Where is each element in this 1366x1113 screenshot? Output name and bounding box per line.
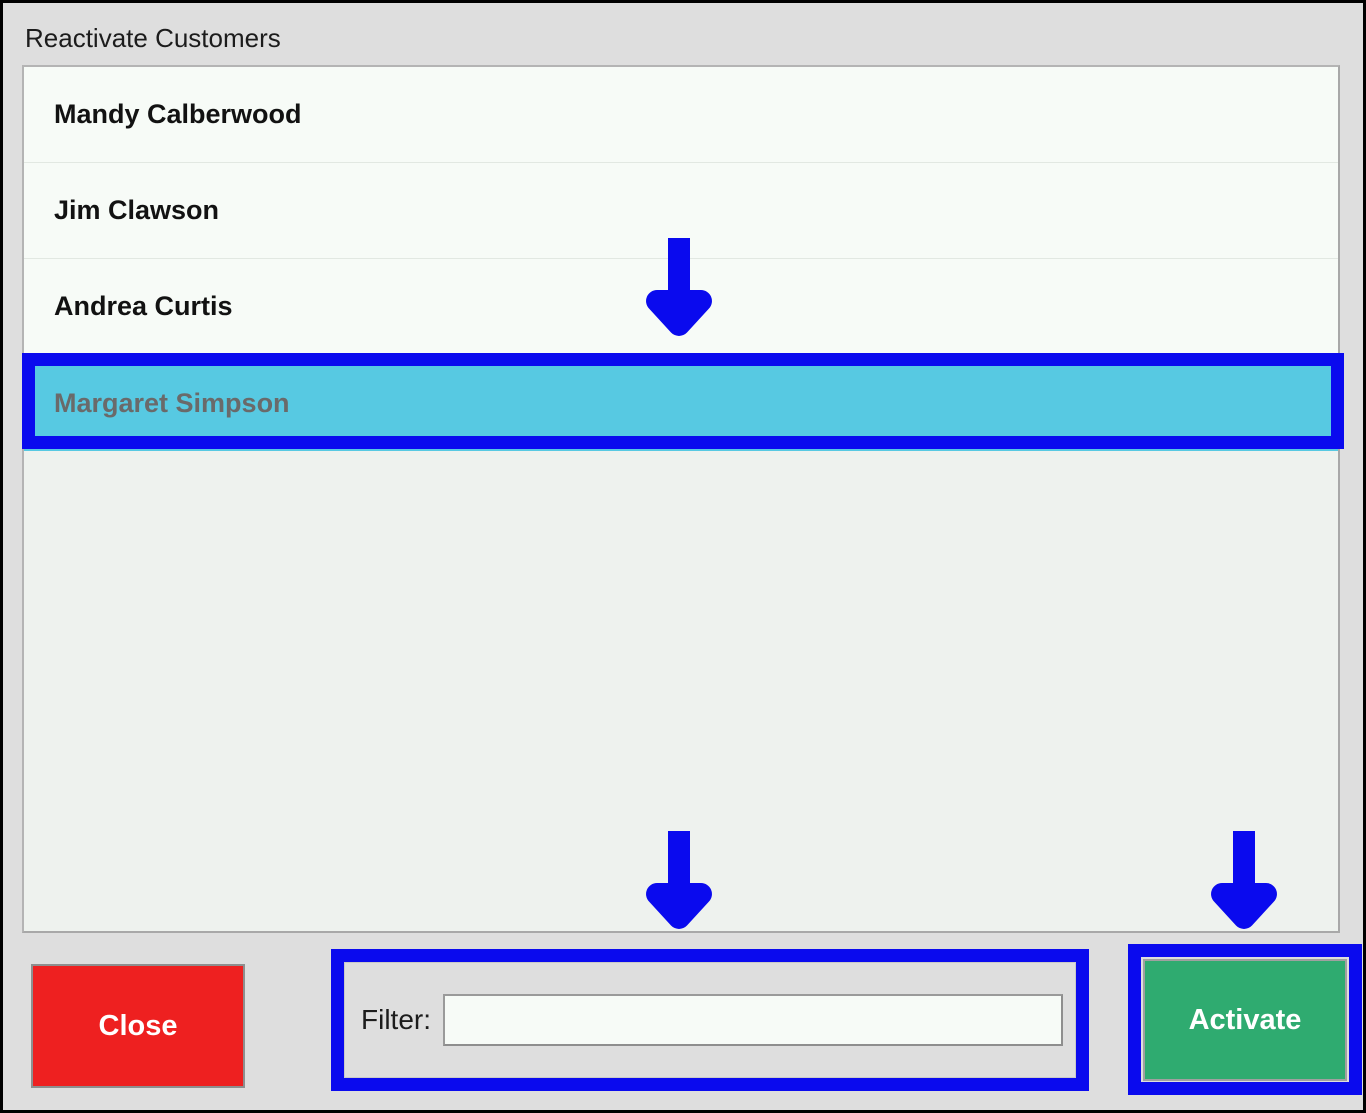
close-button[interactable]: Close xyxy=(31,964,245,1088)
activate-button[interactable]: Activate xyxy=(1143,959,1347,1081)
customer-list-item[interactable]: Jim Clawson xyxy=(24,163,1338,259)
customer-list-item-label: Jim Clawson xyxy=(54,195,220,225)
customer-list-item-label: Mandy Calberwood xyxy=(54,99,302,129)
customer-list-item-label: Margaret Simpson xyxy=(54,387,290,418)
customer-list-item[interactable]: Margaret Simpson xyxy=(24,355,1338,451)
customer-list-item[interactable]: Mandy Calberwood xyxy=(24,67,1338,163)
customer-list-empty-area xyxy=(24,451,1338,931)
filter-input[interactable] xyxy=(443,994,1063,1046)
customer-list-item-label: Andrea Curtis xyxy=(54,291,233,321)
activate-button-label: Activate xyxy=(1188,1003,1302,1036)
close-button-label: Close xyxy=(98,1009,178,1042)
filter-field-group: Filter: xyxy=(343,961,1077,1079)
filter-label: Filter: xyxy=(361,1004,431,1035)
page-title: Reactivate Customers xyxy=(25,23,281,53)
customer-list-item[interactable]: Andrea Curtis xyxy=(24,259,1338,355)
